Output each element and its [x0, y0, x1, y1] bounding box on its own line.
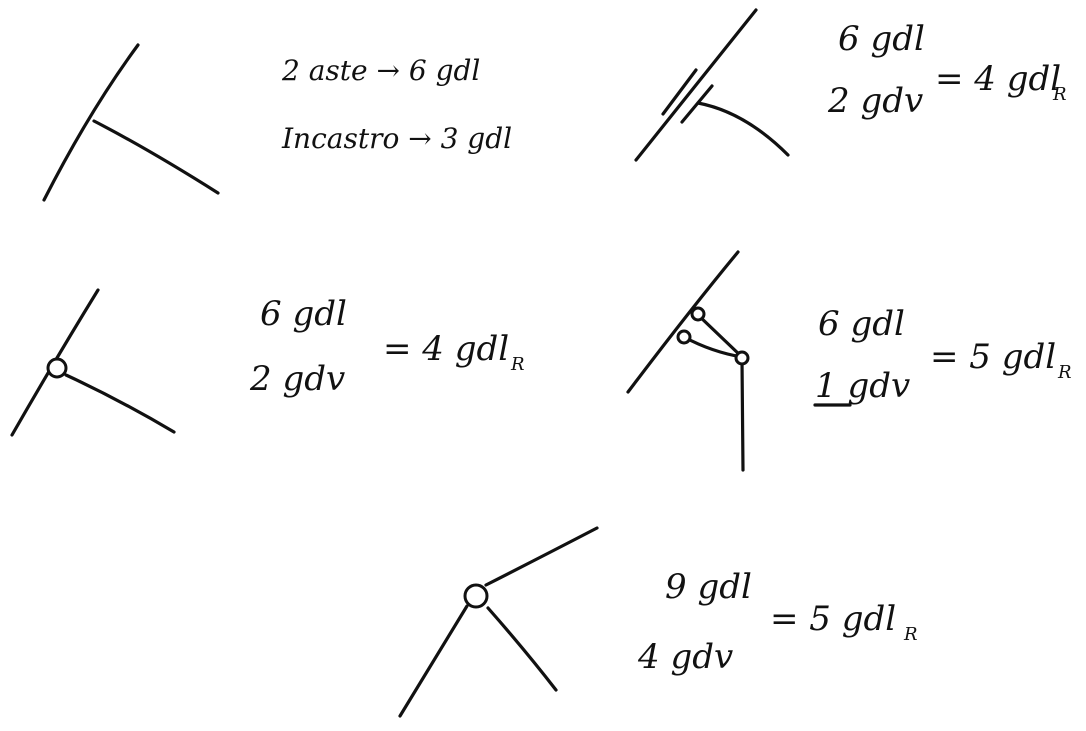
- equation-subscript: R: [1052, 84, 1067, 105]
- equation-result: = 5 gdl: [930, 337, 1056, 377]
- rod-1: [42, 43, 140, 202]
- equation-bottom: 4 gdv: [637, 637, 733, 677]
- example-5-equation: 9 gdl 4 gdv = 5 gdl R: [637, 567, 918, 677]
- link-upper: [695, 312, 744, 359]
- equation-bottom: 2 gdv: [827, 81, 923, 121]
- guide-line-short: [661, 68, 698, 116]
- example-3-equation: 6 gdl 2 gdv = 4 gdl R: [249, 294, 525, 399]
- equation-result: = 4 gdl: [383, 329, 509, 369]
- equation-subscript: R: [903, 624, 918, 645]
- example-5-hinge-three-rods: [398, 526, 599, 718]
- example-1-notes: 2 aste → 6 gdl Incastro → 3 gdl: [281, 54, 512, 155]
- rod-upper-right: [484, 526, 599, 587]
- hinge-lower: [676, 329, 692, 345]
- equation-subscript: R: [510, 354, 525, 375]
- rod-lower-right: [486, 606, 558, 692]
- equation-result: = 4 gdl: [935, 59, 1061, 99]
- note-fixed-joint: Incastro → 3 gdl: [281, 122, 512, 155]
- equation-bottom: 2 gdv: [249, 359, 345, 399]
- rod-2: [92, 119, 220, 195]
- equation-top: 6 gdl: [260, 294, 347, 334]
- equation-top: 6 gdl: [838, 19, 925, 59]
- rod-2: [64, 373, 176, 434]
- hinge-circle: [463, 583, 489, 609]
- main-rod: [626, 250, 740, 394]
- example-4-triangle-linkage: [626, 250, 750, 472]
- rod-attached: [696, 101, 790, 157]
- equation-top: 9 gdl: [665, 567, 752, 607]
- example-2-equation: 6 gdl 2 gdv = 4 gdl R: [827, 19, 1067, 121]
- example-3-hinge: [10, 288, 176, 437]
- vertical-rod: [740, 358, 745, 472]
- equation-result: = 5 gdl: [770, 599, 896, 639]
- equation-top: 6 gdl: [818, 304, 905, 344]
- rod-lower-left: [398, 604, 469, 718]
- example-2-sliding-joint: [634, 8, 790, 162]
- equation-bottom: 1 gdv: [815, 366, 910, 406]
- equation-subscript: R: [1057, 362, 1072, 383]
- example-1-fixed-joint: [42, 43, 220, 202]
- example-4-equation: 6 gdl 1 gdv = 5 gdl R: [813, 304, 1072, 407]
- hinge-circle: [46, 357, 68, 379]
- guide-line-long: [634, 8, 758, 162]
- hinge-upper: [690, 306, 706, 322]
- note-two-rods: 2 aste → 6 gdl: [281, 54, 480, 87]
- hinge-right: [734, 350, 750, 366]
